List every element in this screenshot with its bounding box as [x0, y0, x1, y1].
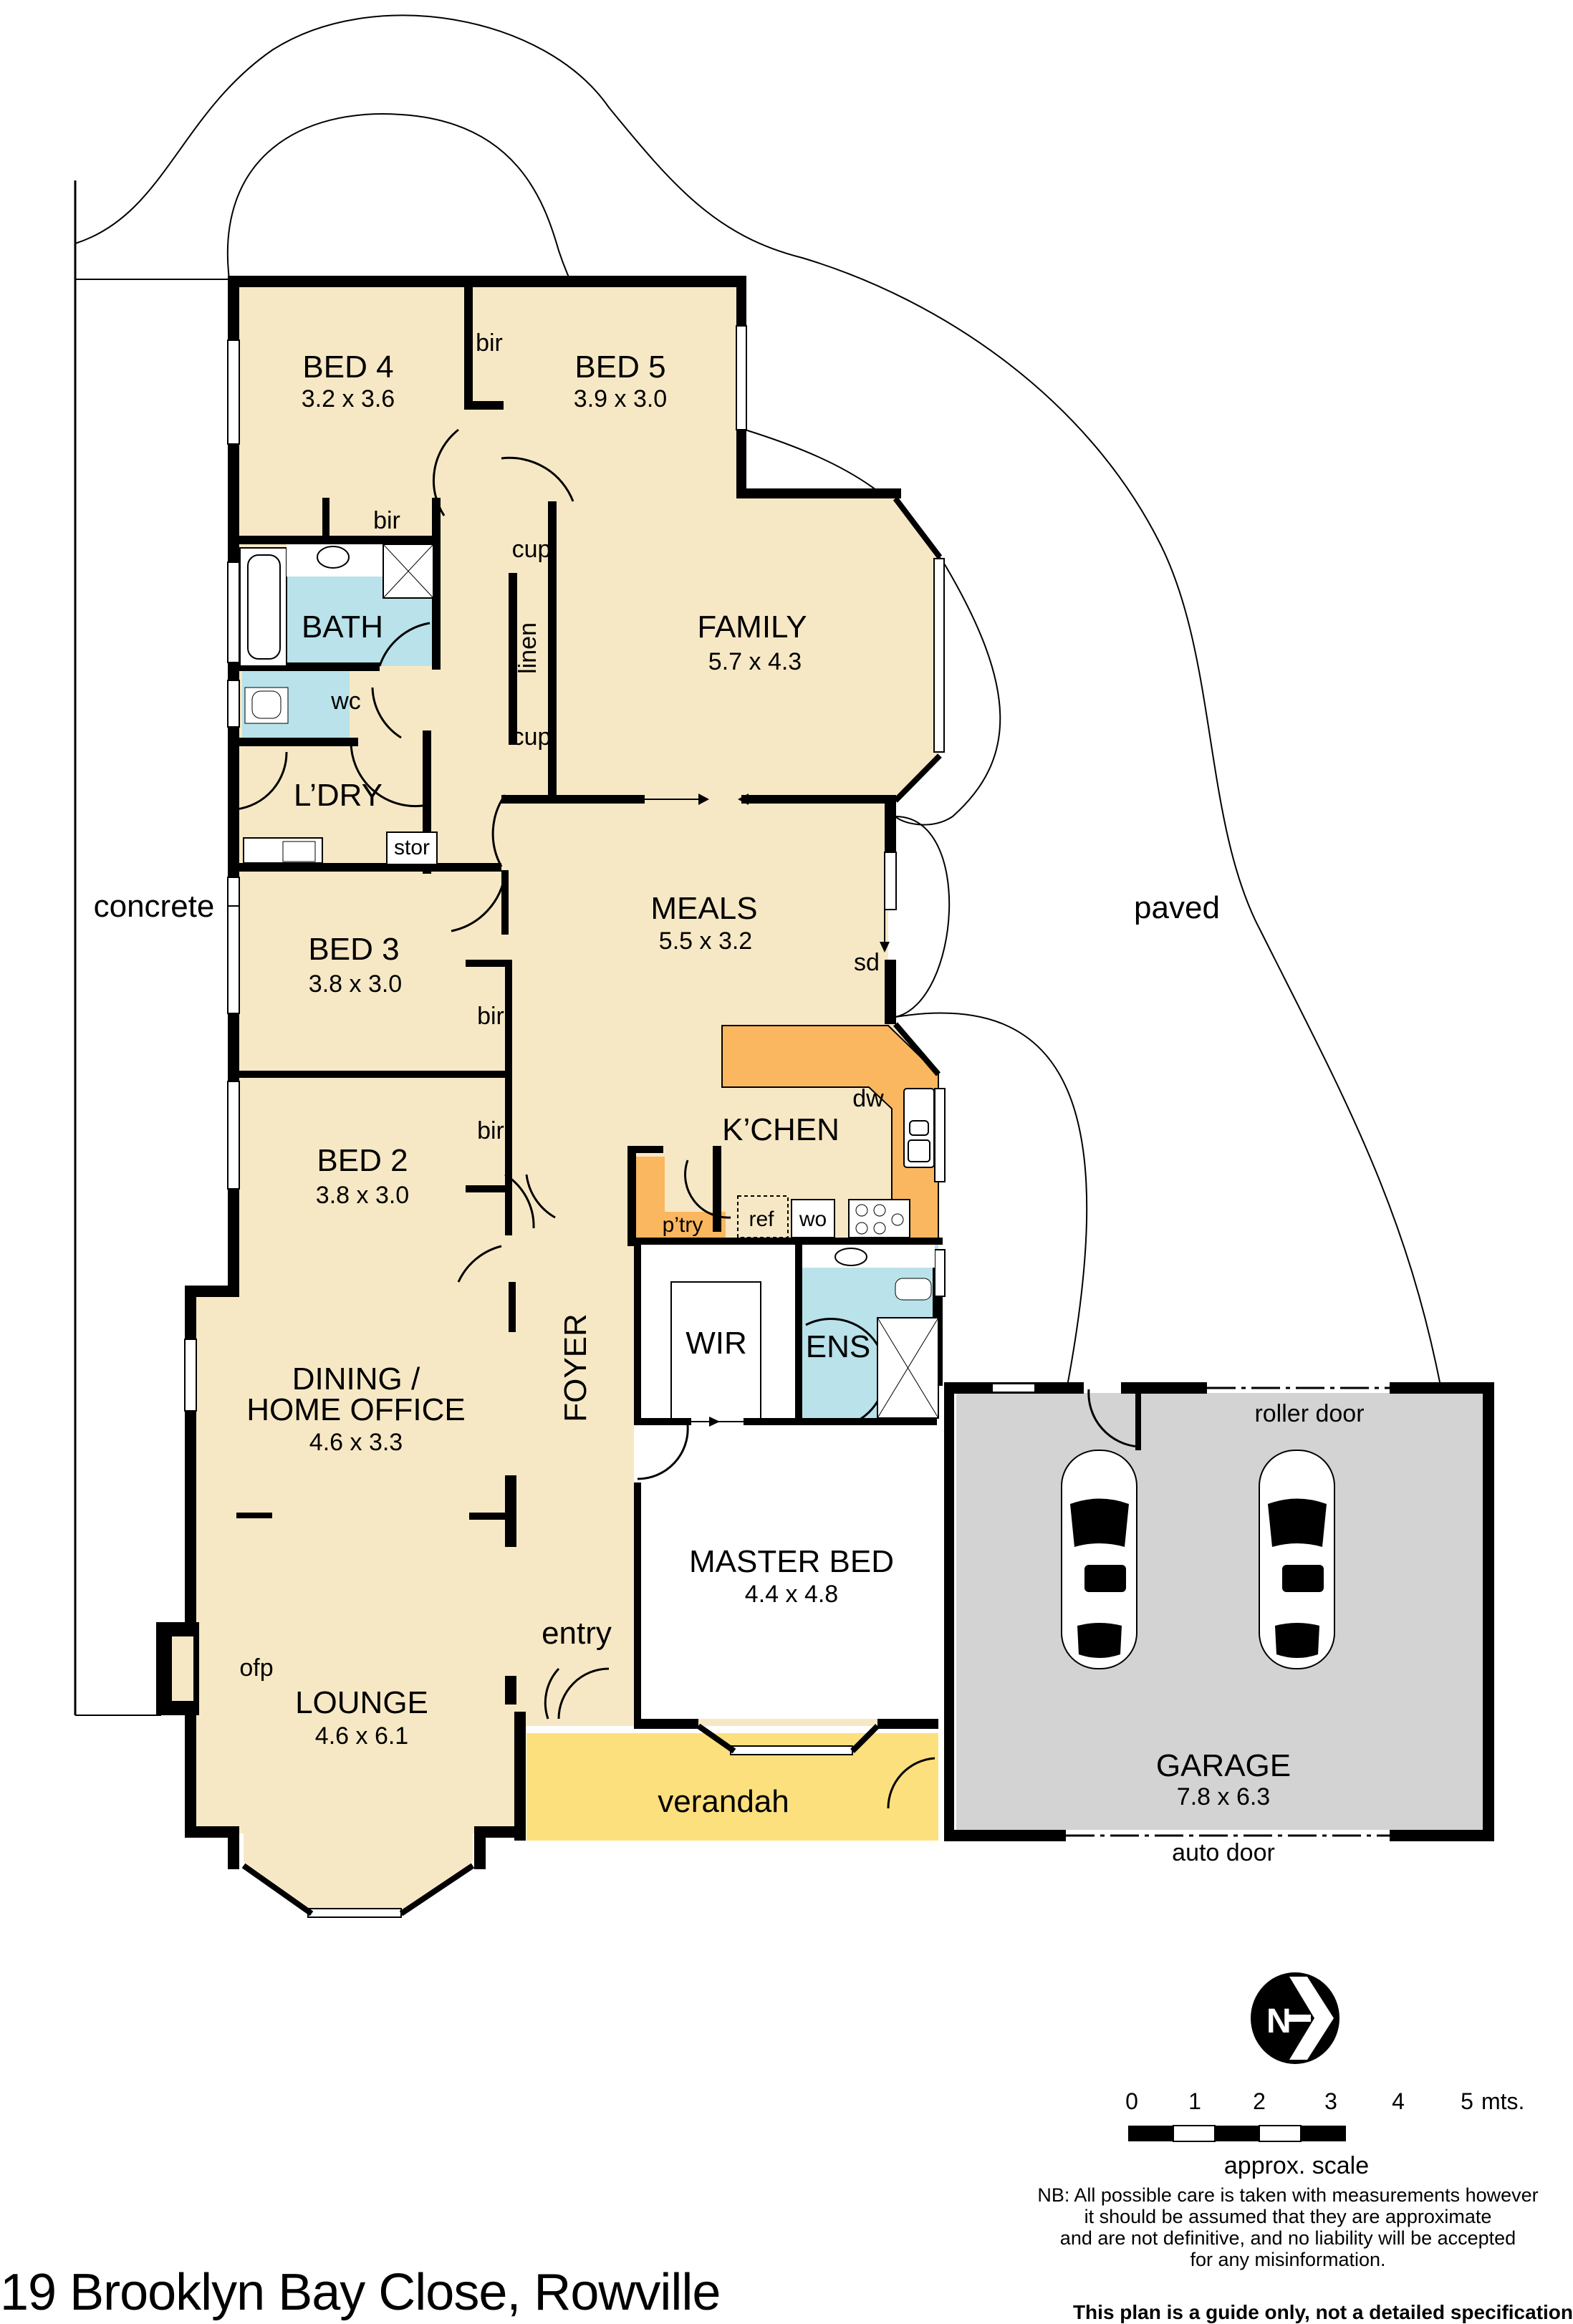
label-dining-line1: DINING /	[292, 1361, 420, 1397]
windows	[184, 325, 1036, 1918]
label-ens: ENS	[806, 1329, 870, 1364]
label-garage: GARAGE	[1156, 1748, 1291, 1783]
size-bed2: 3.8 x 3.0	[316, 1182, 409, 1209]
size-master-bed: 4.4 x 4.8	[745, 1581, 838, 1608]
label-sliding-door: sd	[854, 949, 880, 976]
size-dining: 4.6 x 3.3	[309, 1429, 403, 1456]
size-bed4: 3.2 x 3.6	[302, 385, 395, 413]
label-auto-door: auto door	[1172, 1839, 1275, 1866]
disclaimer-line: NB: All possible care is taken with meas…	[1037, 2184, 1539, 2206]
label-paved: paved	[1134, 890, 1220, 925]
size-bed3: 3.8 x 3.0	[309, 970, 402, 998]
label-wir: WIR	[686, 1326, 747, 1361]
scale-tick-5: 5	[1461, 2088, 1473, 2114]
label-family: FAMILY	[697, 609, 807, 645]
label-dishwasher: dw	[852, 1085, 884, 1112]
label-concrete: concrete	[94, 889, 215, 924]
label-bir-bed5: bir	[476, 329, 503, 357]
size-lounge: 4.6 x 6.1	[315, 1722, 408, 1750]
label-stor: stor	[394, 836, 430, 859]
room-fill-main	[193, 286, 938, 1912]
label-bed3: BED 3	[308, 932, 399, 967]
scale-caption: approx. scale	[1224, 2152, 1369, 2179]
label-bed4: BED 4	[302, 349, 393, 385]
label-dining-line2: HOME OFFICE	[246, 1392, 466, 1427]
scale-unit: mts.	[1481, 2088, 1524, 2114]
compass-letter: N	[1266, 2002, 1291, 2040]
scale-tick-1: 1	[1188, 2088, 1201, 2114]
disclaimer-line: for any misinformation.	[1190, 2249, 1386, 2270]
scale-tick-3: 3	[1324, 2088, 1337, 2114]
size-family: 5.7 x 4.3	[708, 648, 802, 675]
label-lounge: LOUNGE	[295, 1685, 428, 1720]
label-linen: linen	[514, 622, 542, 674]
scale-tick-0: 0	[1125, 2088, 1138, 2114]
label-meals: MEALS	[650, 891, 757, 926]
room-fills	[193, 286, 1486, 1912]
room-labels: BED 4 3.2 x 3.6 BED 5 3.9 x 3.0 bir bir …	[94, 329, 1365, 1866]
label-cup-lower: cup	[512, 723, 552, 751]
room-fill-garage	[956, 1393, 1486, 1830]
bath-fixtures	[239, 544, 438, 865]
label-bir-bed4: bir	[373, 507, 400, 534]
label-fridge: ref	[749, 1207, 774, 1231]
label-bir-bed2: bir	[477, 1117, 504, 1144]
walls	[156, 276, 1494, 1869]
disclaimer-line: and are not definitive, and no liability…	[1059, 2227, 1516, 2249]
label-bath: BATH	[302, 609, 383, 645]
label-bed5: BED 5	[574, 349, 665, 385]
scale-tick-2: 2	[1253, 2088, 1266, 2114]
kitchen-appliances	[670, 1088, 939, 1422]
scale-bar: 0 1 2 3 4 5 mts. approx. scale	[1125, 2088, 1524, 2179]
label-kitchen: K’CHEN	[722, 1112, 840, 1147]
label-roller-door: roller door	[1254, 1400, 1364, 1427]
label-pantry: p’try	[663, 1213, 703, 1237]
label-bir-bed3: bir	[477, 1003, 504, 1030]
north-compass-icon: N	[1251, 1972, 1339, 2064]
label-wc: wc	[330, 688, 361, 715]
size-garage: 7.8 x 6.3	[1177, 1783, 1270, 1810]
guide-notice: This plan is a guide only, not a detaile…	[1072, 2301, 1573, 2323]
property-address-title: 19 Brooklyn Bay Close, Rowville	[0, 2264, 721, 2321]
door-swings	[236, 428, 1140, 1809]
size-bed5: 3.9 x 3.0	[574, 385, 667, 413]
label-wall-oven: wo	[799, 1207, 827, 1231]
label-verandah: verandah	[658, 1784, 789, 1819]
label-laundry: L’DRY	[294, 778, 383, 813]
label-entry: entry	[542, 1616, 612, 1651]
disclaimer: NB: All possible care is taken with meas…	[1003, 2184, 1573, 2270]
scale-tick-4: 4	[1392, 2088, 1405, 2114]
car-icon	[1259, 1450, 1335, 1669]
label-foyer: FOYER	[558, 1313, 593, 1422]
label-open-fireplace: ofp	[239, 1654, 273, 1682]
size-meals: 5.5 x 3.2	[659, 927, 752, 955]
label-master-bed: MASTER BED	[689, 1544, 894, 1579]
car-icon	[1061, 1450, 1137, 1669]
label-cup-upper: cup	[512, 536, 552, 563]
label-bed2: BED 2	[317, 1143, 408, 1178]
disclaimer-line: it should be assumed that they are appro…	[1084, 2206, 1492, 2227]
